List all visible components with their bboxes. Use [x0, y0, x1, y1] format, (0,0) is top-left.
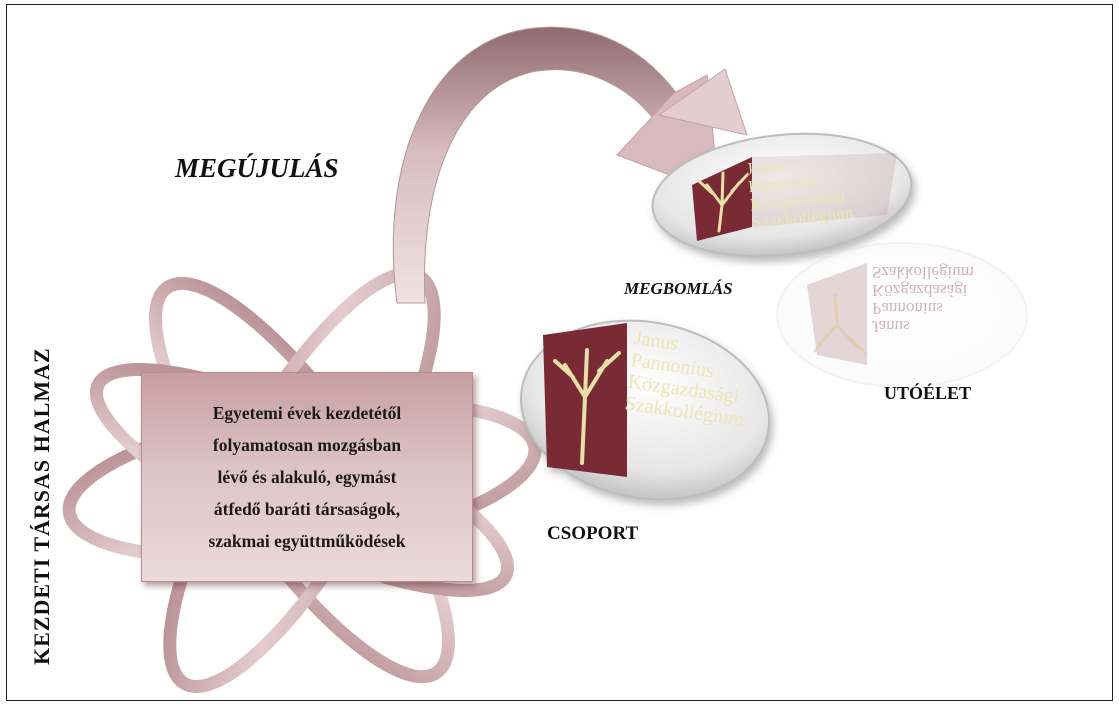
description-line: Egyetemi évek kezdetétől [213, 397, 402, 429]
logo-text-line: Közgazdasági [872, 281, 974, 299]
logo-text-line: Janus [872, 317, 974, 335]
logo-text-line: Szakkollégium [872, 263, 974, 281]
renewal-label: MEGÚJULÁS [175, 153, 339, 184]
logo-text-line: Pannonius [872, 299, 974, 317]
vertical-title: KEZDETI TÁRSAS HALMAZ [29, 347, 55, 665]
description-line: szakmai együttműködések [209, 525, 406, 557]
description-line: lévő és alakuló, egymást [218, 461, 397, 493]
logo-text-group: Janus Pannonius Közgazdasági Szakkollégi… [623, 327, 754, 431]
description-line: átfedő baráti társaságok, [214, 493, 400, 525]
description-line: folyamatosan mozgásban [213, 429, 401, 461]
breakup-label: MEGBOMLÁS [624, 279, 733, 299]
logo-text-faded: Janus Pannonius Közgazdasági Szakkollégi… [872, 263, 974, 335]
logo-text-top: Janus Pannonius Közgazdasági Szakkollégi… [746, 150, 855, 232]
diagram-frame: Janus Pannonius Közgazdasági Szakkollégi… [6, 4, 1113, 701]
diagram-graphics [7, 5, 1112, 700]
group-label: CSOPORT [547, 523, 638, 545]
description-box: Egyetemi évek kezdetétől folyamatosan mo… [141, 372, 473, 582]
afterlife-label: UTÓÉLET [884, 383, 971, 404]
